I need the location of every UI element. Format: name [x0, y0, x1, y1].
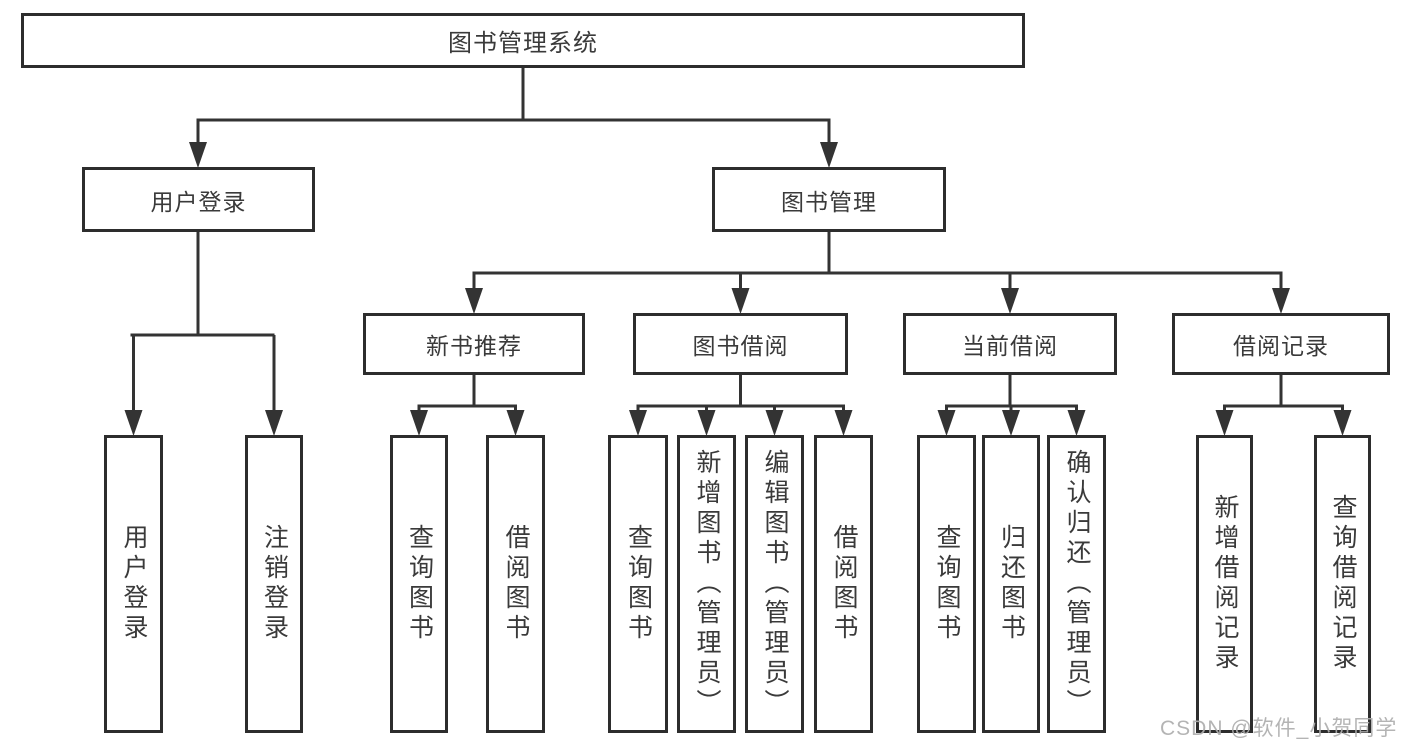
leaf-user-login: 用户登录 [104, 435, 163, 733]
leaf-query-books-current: 查询图书 [917, 435, 976, 733]
arrowhead [765, 410, 784, 436]
node-book-management: 图书管理 [712, 167, 946, 232]
arrowhead [1067, 410, 1086, 436]
leaf-query-borrow-record: 查询借阅记录 [1314, 435, 1371, 733]
leaf-query-books-recommend: 查询图书 [390, 435, 448, 733]
leaf-add-borrow-record: 新增借阅记录 [1196, 435, 1253, 733]
leaf-edit-books-admin: 编辑图书（管理员） [745, 435, 804, 733]
arrowhead [1001, 288, 1019, 314]
arrowhead [410, 410, 428, 436]
leaf-label: 归还图书 [997, 524, 1026, 644]
node-label: 新书推荐 [426, 333, 522, 359]
arrowhead [1333, 410, 1352, 436]
node-label: 图书管理系统 [448, 30, 598, 57]
arrowhead [1272, 288, 1290, 314]
arrowhead [820, 142, 838, 168]
leaf-label: 新增图书（管理员） [693, 449, 721, 719]
leaf-label: 新增借阅记录 [1211, 494, 1239, 674]
leaf-label: 借阅图书 [502, 524, 530, 644]
leaf-label: 查询图书 [933, 524, 961, 644]
node-new-book-recommend: 新书推荐 [363, 313, 585, 375]
arrowhead [697, 410, 716, 436]
arrowhead [1002, 410, 1020, 436]
arrowhead [465, 288, 483, 314]
leaf-label: 借阅图书 [830, 524, 858, 644]
leaf-label: 用户登录 [120, 524, 148, 644]
arrowhead [834, 410, 853, 436]
leaf-borrow-books-recommend: 借阅图书 [486, 435, 545, 733]
node-system-root: 图书管理系统 [21, 13, 1025, 68]
leaf-label: 确认归还（管理员） [1063, 449, 1091, 719]
node-label: 用户登录 [150, 188, 247, 215]
leaf-add-books-admin: 新增图书（管理员） [677, 435, 736, 733]
leaf-return-books: 归还图书 [982, 435, 1040, 733]
node-label: 借阅记录 [1233, 333, 1329, 359]
leaf-borrow-books-borrow: 借阅图书 [814, 435, 873, 733]
leaf-logout: 注销登录 [245, 435, 303, 733]
node-user-login: 用户登录 [82, 167, 315, 232]
node-current-borrowing: 当前借阅 [903, 313, 1117, 375]
leaf-confirm-return-admin: 确认归还（管理员） [1047, 435, 1106, 733]
node-borrowing-records: 借阅记录 [1172, 313, 1390, 375]
csdn-watermark: CSDN @软件_小贺同学 [1160, 717, 1398, 740]
leaf-label: 查询图书 [624, 524, 653, 644]
leaf-label: 查询图书 [405, 524, 434, 644]
leaf-label: 编辑图书（管理员） [761, 449, 789, 719]
leaf-label: 查询借阅记录 [1329, 494, 1357, 674]
arrowhead [265, 410, 283, 436]
arrowheads [124, 142, 1352, 436]
leaf-query-books-borrow: 查询图书 [608, 435, 668, 733]
arrowhead [189, 142, 207, 168]
arrowhead [506, 410, 525, 436]
node-label: 图书借阅 [692, 333, 789, 359]
arrowhead [937, 410, 956, 436]
arrowhead [124, 410, 143, 436]
node-book-borrowing: 图书借阅 [633, 313, 848, 375]
arrowhead [629, 410, 647, 436]
node-label: 当前借阅 [962, 333, 1058, 359]
leaf-label: 注销登录 [260, 524, 289, 644]
node-label: 图书管理 [781, 188, 877, 215]
arrowhead [731, 288, 750, 314]
arrowhead [1215, 410, 1234, 436]
